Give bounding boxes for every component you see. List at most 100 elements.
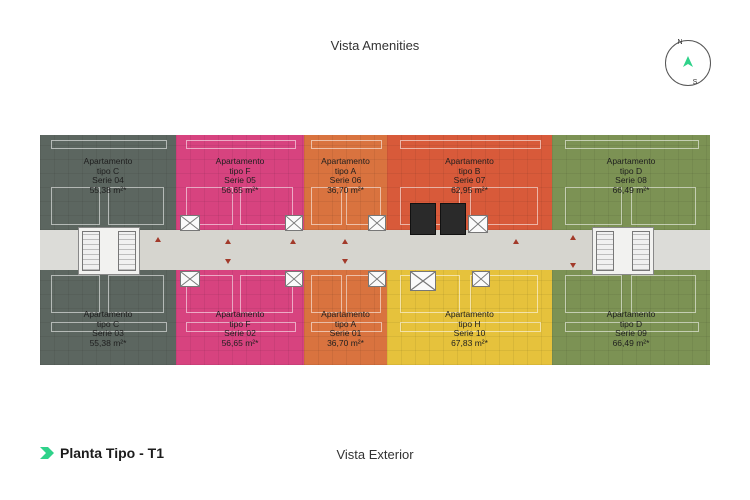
room-partition xyxy=(310,274,342,313)
room-partition xyxy=(50,139,168,150)
elevator-1 xyxy=(410,203,436,235)
unit-area: 36,70 m²* xyxy=(327,337,364,348)
room-partition xyxy=(400,139,541,150)
unit-series: Serie 06 xyxy=(329,175,362,185)
room-partition xyxy=(345,274,381,313)
unit-type: Apartamento xyxy=(606,309,656,319)
unit-series: Serie 08 xyxy=(615,175,647,185)
room-partition xyxy=(50,322,168,332)
unit-subtype: tipo F xyxy=(229,318,251,329)
shaft-box xyxy=(410,271,436,291)
unit-series: Serie 05 xyxy=(224,175,256,185)
room-partition xyxy=(186,274,234,313)
unit-series: Serie 02 xyxy=(224,328,256,338)
central-corridor xyxy=(80,230,595,270)
compass: N S xyxy=(665,39,711,86)
shaft-box xyxy=(285,215,303,231)
unit-subtype: tipo B xyxy=(458,165,481,176)
shaft-box xyxy=(368,271,386,287)
unit-subtype: tipo D xyxy=(619,318,643,329)
unit-area: 56,65 m²* xyxy=(221,337,259,348)
room-partition xyxy=(310,187,342,226)
entrance-marker xyxy=(290,239,296,244)
room-partition xyxy=(564,274,622,313)
room-partition xyxy=(50,274,101,313)
unit-series: Serie 09 xyxy=(615,328,647,338)
room-partition xyxy=(50,187,101,226)
unit-area: 62,95 m²* xyxy=(451,184,488,195)
room-partition xyxy=(345,187,381,226)
unit-area: 66,49 m²* xyxy=(612,184,650,195)
right-stairs xyxy=(596,231,614,271)
room-partition xyxy=(564,322,700,332)
right-stairs-2 xyxy=(632,231,650,271)
unit-area: 56,65 m²* xyxy=(221,184,259,195)
view-exterior-label: Vista Exterior xyxy=(336,447,414,462)
unit-type: Apartamento xyxy=(445,309,494,319)
unit-series: Serie 04 xyxy=(92,175,124,185)
room-partition xyxy=(469,187,538,226)
left-stairs xyxy=(82,231,100,271)
unit-series: Serie 01 xyxy=(329,328,362,338)
unit-subtype: tipo C xyxy=(96,165,120,176)
unit-series: Serie 07 xyxy=(453,175,486,185)
unit-area: 67,83 m²* xyxy=(451,337,488,348)
unit-subtype: tipo H xyxy=(458,318,481,329)
elevator-2 xyxy=(440,203,466,235)
room-partition xyxy=(108,187,165,226)
entrance-marker xyxy=(155,237,161,242)
unit-area: 66,49 m²* xyxy=(612,337,650,348)
unit-type: Apartamento xyxy=(321,309,370,319)
north-arrow-icon xyxy=(683,56,693,67)
room-partition xyxy=(240,274,294,313)
entrance-marker xyxy=(225,239,231,244)
compass-south-label: S xyxy=(692,79,698,86)
plan-title: Planta Tipo - T1 xyxy=(60,445,164,461)
unit-subtype: tipo F xyxy=(229,165,251,176)
room-partition xyxy=(564,187,622,226)
view-amenities-label: Vista Amenities xyxy=(330,38,420,53)
unit-subtype: tipo D xyxy=(619,165,643,176)
room-partition xyxy=(631,274,697,313)
shaft-box xyxy=(180,271,200,287)
unit-subtype: tipo A xyxy=(334,165,357,176)
unit-type: Apartamento xyxy=(83,156,133,166)
brand-chevron-icon xyxy=(40,447,54,459)
room-partition xyxy=(186,187,234,226)
unit-type: Apartamento xyxy=(83,309,133,319)
room-partition xyxy=(631,187,697,226)
unit-series: Serie 03 xyxy=(92,328,124,338)
room-partition xyxy=(564,139,700,150)
unit-type: Apartamento xyxy=(606,156,656,166)
entrance-marker xyxy=(570,263,576,268)
room-partition xyxy=(108,274,165,313)
unit-type: Apartamento xyxy=(215,309,265,319)
unit-type: Apartamento xyxy=(445,156,494,166)
room-partition xyxy=(310,322,383,332)
unit-area: 55,38 m²* xyxy=(89,337,127,348)
shaft-box xyxy=(285,271,303,287)
entrance-marker xyxy=(342,259,348,264)
unit-subtype: tipo C xyxy=(96,318,120,329)
entrance-marker xyxy=(342,239,348,244)
room-partition xyxy=(469,274,538,313)
room-partition xyxy=(240,187,294,226)
room-partition xyxy=(186,139,296,150)
shaft-box xyxy=(368,215,386,231)
